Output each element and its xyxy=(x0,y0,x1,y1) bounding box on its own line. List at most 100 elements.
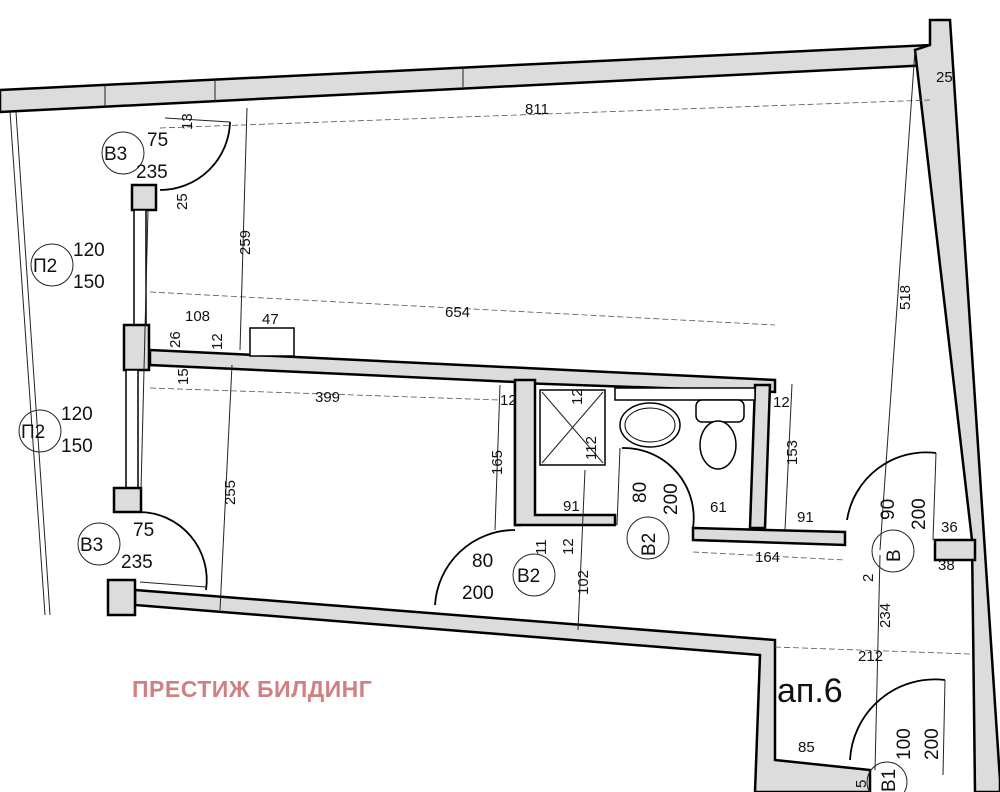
dim-518: 518 xyxy=(897,285,914,310)
opening-tag: В xyxy=(884,549,905,562)
tag-circle xyxy=(30,243,74,287)
door-leaf-b3-top xyxy=(164,117,231,123)
dimension-line-212 xyxy=(774,646,971,655)
opening-width: 120 xyxy=(73,240,105,261)
bottom-exterior-wall xyxy=(133,588,872,792)
toilet-bowl-icon xyxy=(699,420,737,470)
dim-108: 108 xyxy=(185,308,210,325)
opening-height: 235 xyxy=(121,552,153,573)
door-leaf-b3-bottom xyxy=(139,581,207,588)
dim-13: 13 xyxy=(179,113,196,130)
dim-5: 5 xyxy=(853,780,870,788)
door-swing-b2-bath xyxy=(621,447,695,529)
top-exterior-wall xyxy=(0,43,932,114)
dim-12: 12 xyxy=(209,333,226,350)
tag-circle xyxy=(18,409,62,453)
bathroom-right-wall xyxy=(748,383,772,530)
dimension-line-811 xyxy=(159,99,931,129)
left-wall-line xyxy=(140,209,149,491)
opening-height: 200 xyxy=(909,498,930,530)
dim-12: 12 xyxy=(569,388,586,405)
dim-47: 47 xyxy=(262,311,279,328)
tag-circle xyxy=(871,529,915,573)
opening-tag: В2 xyxy=(517,566,540,587)
door-swing-b3-top xyxy=(159,121,231,191)
dim-36: 36 xyxy=(941,519,958,536)
tag-circle xyxy=(101,131,145,175)
dim-12: 12 xyxy=(500,392,517,409)
door-leaf-b2-bath xyxy=(616,447,621,526)
dim-11: 11 xyxy=(533,539,550,555)
dim-25: 25 xyxy=(936,69,953,86)
door-swing-b2-room xyxy=(434,529,516,606)
left-boundary-line xyxy=(9,111,46,616)
door-swing-b-entry xyxy=(846,451,937,521)
window-pier xyxy=(130,183,158,212)
dim-25: 25 xyxy=(174,193,191,210)
tag-circle xyxy=(866,761,908,792)
opening-height: 235 xyxy=(136,162,168,183)
bathroom-counter xyxy=(614,387,756,401)
opening-width: 75 xyxy=(147,130,168,151)
dim-212: 212 xyxy=(858,648,883,665)
opening-width: 80 xyxy=(630,482,651,503)
opening-tag: П2 xyxy=(33,256,57,277)
apartment-label: ап.6 xyxy=(777,672,843,710)
dim-91: 91 xyxy=(797,509,814,526)
dimension-line-164 xyxy=(692,551,846,561)
dimension-line-255 xyxy=(219,364,233,611)
dimension-line-165 xyxy=(494,384,501,531)
bottom-left-pier xyxy=(106,578,137,617)
opening-tag: В3 xyxy=(104,144,127,165)
dim-259: 259 xyxy=(237,230,254,255)
dim-165: 165 xyxy=(489,450,506,475)
dim-15: 15 xyxy=(175,368,192,385)
dimension-line-654 xyxy=(149,291,776,326)
right-exterior-wall xyxy=(913,18,1000,792)
dim-164: 164 xyxy=(755,549,780,566)
dim-38: 38 xyxy=(938,557,955,574)
dim-255: 255 xyxy=(222,480,239,505)
dimension-line-234 xyxy=(874,554,881,771)
dim-12: 12 xyxy=(773,394,790,411)
door-swing-b3-bottom xyxy=(139,511,208,591)
dim-85: 85 xyxy=(798,739,815,756)
dim-102: 102 xyxy=(575,570,592,595)
dimension-line-102 xyxy=(577,469,586,631)
opening-height: 150 xyxy=(61,436,93,457)
opening-height: 150 xyxy=(73,272,105,293)
window-pier xyxy=(112,486,143,514)
tag-circle xyxy=(77,522,121,566)
dim-61: 61 xyxy=(710,499,727,516)
bathroom-wall xyxy=(513,378,617,527)
opening-width: 75 xyxy=(133,520,154,541)
tag-circle xyxy=(626,516,670,560)
shower-cross xyxy=(541,391,604,464)
washbasin-inner xyxy=(624,407,676,443)
dimension-line-518 xyxy=(879,49,916,551)
dim-399: 399 xyxy=(315,389,340,406)
opening-tag: В2 xyxy=(639,533,660,556)
dim-26: 26 xyxy=(167,331,184,348)
corridor-wall xyxy=(691,526,847,547)
watermark: ПРЕСТИЖ БИЛДИНГ xyxy=(132,676,373,702)
dim-811: 811 xyxy=(525,101,549,118)
dim-2: 2 xyxy=(860,574,877,582)
dim-12: 12 xyxy=(560,538,577,555)
left-boundary-line xyxy=(15,111,51,616)
toilet-tank-icon xyxy=(695,399,745,423)
opening-width: 120 xyxy=(61,404,93,425)
right-bottom-wall xyxy=(933,538,977,562)
dim-153: 153 xyxy=(784,440,801,465)
dim-91: 91 xyxy=(563,498,580,515)
dimension-line-399 xyxy=(149,387,501,401)
dim-654: 654 xyxy=(445,304,470,321)
tag-circle xyxy=(512,553,556,597)
door-leaf-b-entry xyxy=(932,452,937,541)
opening-tag: В1 xyxy=(879,769,900,792)
door-swing-b1 xyxy=(849,678,946,761)
opening-tag: П2 xyxy=(21,422,45,443)
door-leaf-b1 xyxy=(942,679,946,776)
